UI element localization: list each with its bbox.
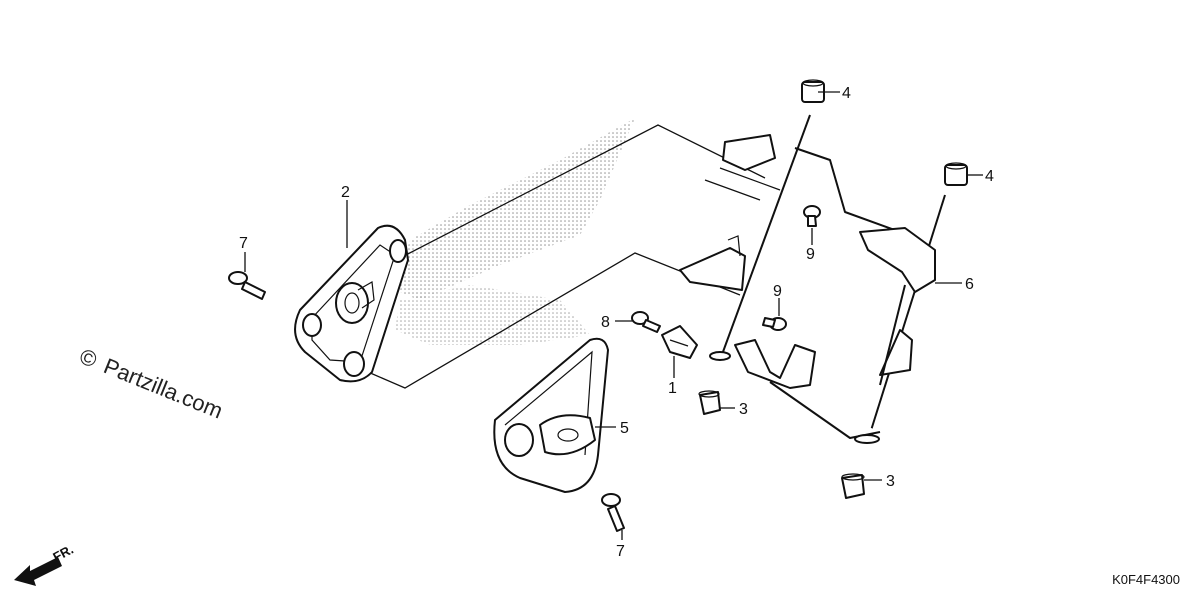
bracket-frame-part-6 (679, 114, 946, 444)
callout-5: 5 (620, 420, 629, 437)
bolt-part-9b (762, 317, 787, 331)
diagram-code: K0F4F4300 (1112, 572, 1180, 587)
bolt-part-7a (228, 271, 266, 300)
callout-7a: 7 (239, 235, 248, 252)
callout-7b: 7 (616, 543, 625, 560)
callout-2: 2 (341, 184, 350, 201)
callout-6: 6 (965, 276, 974, 293)
left-panel-part-2 (294, 224, 409, 383)
right-panel-part-5 (493, 337, 609, 493)
bolt-part-8 (631, 311, 661, 333)
front-direction-indicator: FR. (14, 542, 76, 586)
callout-3a: 3 (739, 401, 748, 418)
callout-1: 1 (668, 380, 677, 397)
bolt-part-9a (803, 205, 821, 227)
callout-leaders (244, 91, 983, 540)
callout-9a: 9 (806, 246, 815, 263)
callout-3b: 3 (886, 473, 895, 490)
grommet-part-3a (698, 390, 721, 415)
background-wing-logo (395, 118, 635, 345)
callout-labels: 2 7 4 4 9 9 6 8 1 3 3 5 7 (239, 85, 994, 560)
clip-part-1 (661, 325, 698, 359)
watermark-text: Partzilla.com (100, 353, 226, 423)
bolt-part-7b (601, 493, 625, 532)
callout-8: 8 (601, 314, 610, 331)
collar-part-4a (801, 79, 825, 103)
partzilla-watermark: © Partzilla.com (76, 343, 226, 423)
collar-part-4b (944, 162, 968, 186)
callout-4a: 4 (842, 85, 851, 102)
callout-9b: 9 (773, 283, 782, 300)
front-arrow-icon (14, 557, 62, 586)
copyright-icon: © (76, 343, 100, 372)
grommet-part-3b (841, 473, 865, 499)
callout-4b: 4 (985, 168, 994, 185)
